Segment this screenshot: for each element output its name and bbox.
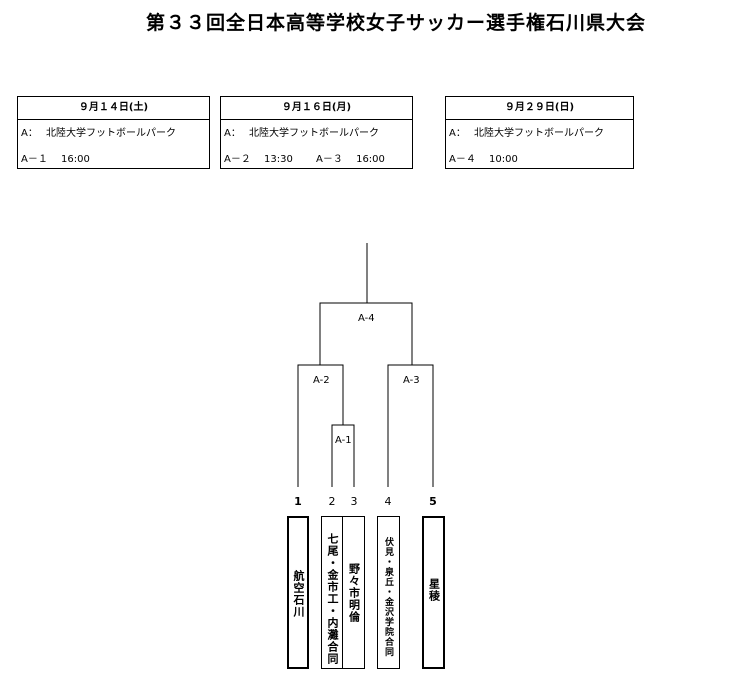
bracket-a3 — [387, 364, 434, 487]
schedule-date: ９月１４日(土) — [18, 97, 209, 120]
team-name: 星稜 — [427, 578, 441, 602]
match-id: A－１ — [21, 154, 48, 165]
match-time: 16:00 — [61, 154, 90, 165]
venue-name: 北陸大学フットボールパーク — [474, 128, 605, 139]
match-id: A－４ — [449, 154, 476, 165]
seed-number: 5 — [429, 495, 437, 508]
seed-number: 1 — [294, 495, 302, 508]
bracket-a4 — [319, 302, 413, 365]
schedule-date: ９月１６日(月) — [221, 97, 412, 120]
team-box: 伏見・泉丘・金沢学院合同 — [377, 516, 400, 669]
venue-name: 北陸大学フットボールパーク — [249, 128, 380, 139]
team-name: 伏見・泉丘・金沢学院合同 — [383, 537, 393, 657]
match-label-a3: A-3 — [403, 375, 420, 386]
team-box: 野々市明倫 — [342, 516, 365, 669]
match-label-a1: A-1 — [335, 435, 352, 446]
team-box: 航空石川 — [287, 516, 309, 669]
match-time: 13:30 — [264, 154, 293, 165]
venue-label: A： — [224, 128, 236, 139]
seed-number: 4 — [384, 495, 392, 508]
match-label-a4: A-4 — [358, 313, 375, 324]
schedule-box-day3: ９月２９日(日) A： 北陸大学フットボールパーク A－４ 10:00 — [445, 96, 634, 169]
team-box: 七尾・金市工・内灘合同 — [321, 516, 343, 669]
venue-label: A： — [449, 128, 461, 139]
schedule-box-day1: ９月１４日(土) A： 北陸大学フットボールパーク A－１ 16:00 — [17, 96, 210, 169]
schedule-date: ９月２９日(日) — [446, 97, 633, 120]
team-name: 航空石川 — [292, 570, 305, 618]
schedule-box-day2: ９月１６日(月) A： 北陸大学フットボールパーク A－２ 13:30 A－３ … — [220, 96, 413, 169]
match-label-a2: A-2 — [313, 375, 330, 386]
team-box: 星稜 — [422, 516, 445, 669]
bracket-a2 — [297, 364, 344, 487]
page-title: 第３３回全日本高等学校女子サッカー選手権石川県大会 — [145, 12, 646, 34]
match-id: A－２ — [224, 154, 251, 165]
seed-number: 2 — [328, 495, 336, 508]
team-name: 野々市明倫 — [347, 563, 361, 623]
seed-number: 3 — [350, 495, 358, 508]
match-id: A－３ — [316, 154, 343, 165]
team-name: 七尾・金市工・内灘合同 — [326, 533, 339, 665]
match-time: 16:00 — [356, 154, 385, 165]
venue-name: 北陸大学フットボールパーク — [46, 128, 177, 139]
match-time: 10:00 — [489, 154, 518, 165]
venue-label: A： — [21, 128, 33, 139]
bracket-a1 — [331, 424, 355, 487]
